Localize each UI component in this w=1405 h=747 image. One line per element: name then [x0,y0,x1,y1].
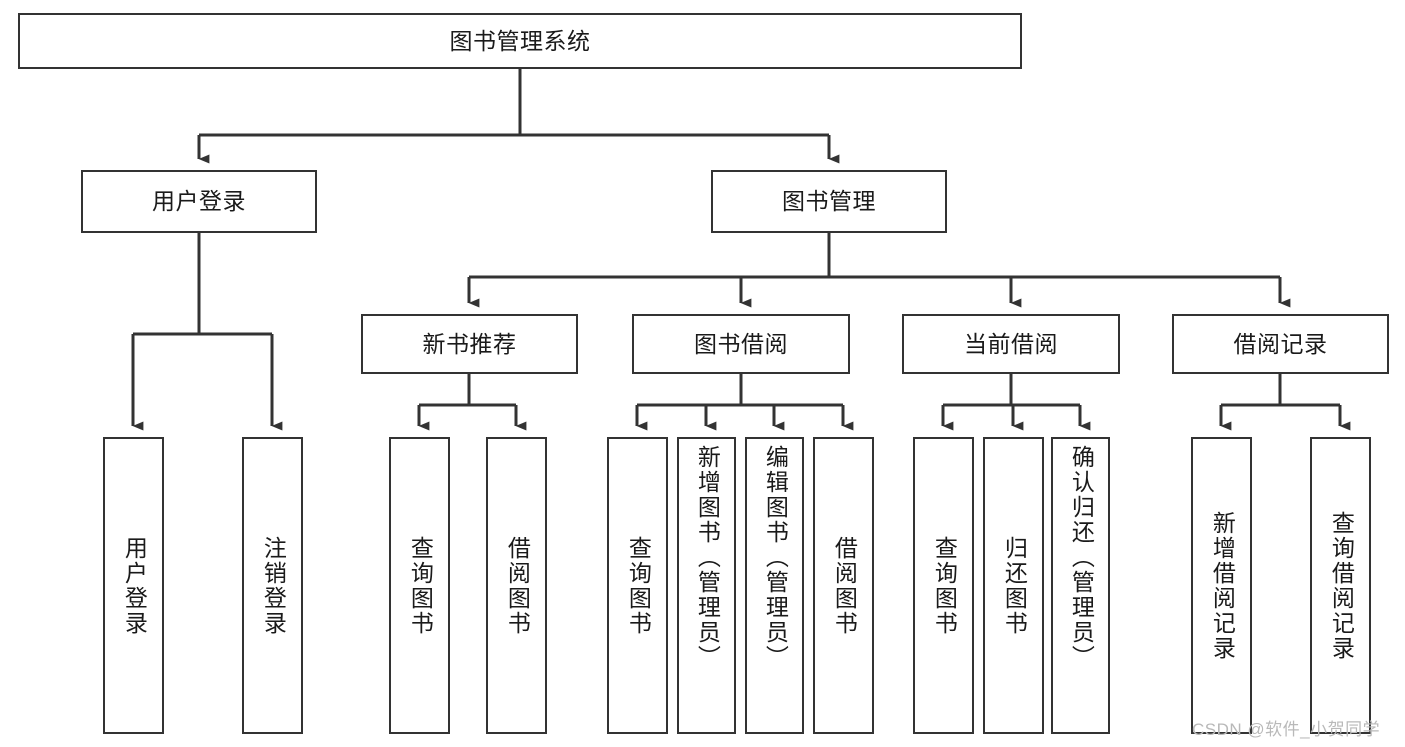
leaf-node-label: 借阅图书 [504,535,531,636]
leaf-node-label: 归还图书 [1001,535,1028,636]
leaf-node-label: 借阅图书 [831,535,858,636]
leaf-node-label: 编辑图书（管理员） [762,445,789,670]
leaf-node-label: 查询借阅记录 [1328,510,1355,661]
leaf-node-label: 新增图书（管理员） [694,445,721,670]
leaf-node[interactable]: 借阅图书 [813,437,874,734]
leaf-node[interactable]: 查询图书 [607,437,668,734]
leaf-node-label: 新增借阅记录 [1209,510,1236,661]
level3-node[interactable]: 借阅记录 [1172,314,1389,374]
level3-node-label: 借阅记录 [1233,330,1328,357]
level2-node[interactable]: 用户登录 [81,170,317,233]
level2-node[interactable]: 图书管理 [711,170,947,233]
leaf-node[interactable]: 注销登录 [242,437,303,734]
level3-node-label: 新书推荐 [422,330,517,357]
root-node[interactable]: 图书管理系统 [18,13,1022,69]
leaf-node-label: 确认归还（管理员） [1068,445,1095,670]
leaf-node[interactable]: 确认归还（管理员） [1051,437,1110,734]
leaf-node[interactable]: 用户登录 [103,437,164,734]
leaf-node-label: 注销登录 [260,535,287,636]
leaf-node[interactable]: 新增图书（管理员） [677,437,736,734]
leaf-node-label: 查询图书 [625,535,652,636]
level3-node-label: 图书借阅 [694,330,788,357]
level3-node-label: 当前借阅 [964,330,1058,357]
leaf-node[interactable]: 归还图书 [983,437,1044,734]
leaf-node[interactable]: 查询借阅记录 [1310,437,1371,734]
root-node-label: 图书管理系统 [449,27,591,54]
leaf-node[interactable]: 借阅图书 [486,437,547,734]
leaf-node-label: 用户登录 [121,535,148,636]
leaf-node-label: 查询图书 [931,535,958,636]
level3-node[interactable]: 图书借阅 [632,314,850,374]
level2-node-label: 图书管理 [782,188,876,215]
leaf-node[interactable]: 新增借阅记录 [1191,437,1252,734]
leaf-node[interactable]: 编辑图书（管理员） [745,437,804,734]
level2-node-label: 用户登录 [152,188,246,215]
leaf-node[interactable]: 查询图书 [913,437,974,734]
leaf-node-label: 查询图书 [407,535,434,636]
leaf-node[interactable]: 查询图书 [389,437,450,734]
level3-node[interactable]: 新书推荐 [361,314,578,374]
level3-node[interactable]: 当前借阅 [902,314,1120,374]
